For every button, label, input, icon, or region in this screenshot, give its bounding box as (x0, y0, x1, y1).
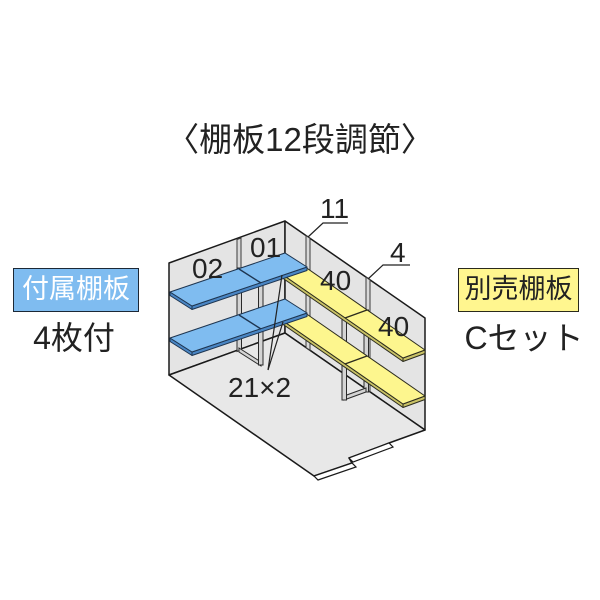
leader-lines (267, 222, 410, 371)
included-shelves-badge: 付属棚板 (13, 268, 139, 312)
included-shelf-upper (169, 252, 308, 310)
optional-shelf-lower (262, 298, 426, 408)
optional-shelves-badge: 別売棚板 (458, 268, 579, 312)
optional-shelves (262, 252, 426, 408)
leader-11 (307, 222, 348, 238)
leader-4 (367, 264, 410, 280)
label-shelf-02: 02 (192, 253, 223, 284)
included-shelf-lower (169, 298, 308, 356)
door-sill (312, 442, 395, 481)
included-shelves-count: 4枚付 (33, 320, 115, 356)
included-shelves (169, 252, 308, 356)
label-shelf-40-lower: 40 (378, 311, 409, 342)
leader-21x2-upper (267, 274, 283, 371)
label-shelf-40-upper: 40 (320, 265, 351, 296)
label-bracket-21x2: 21×2 (228, 372, 291, 403)
leader-21x2-lower (267, 321, 284, 371)
label-part-11: 11 (320, 193, 349, 224)
optional-shelves-set: Cセット (464, 320, 584, 356)
blue-frame-foot (238, 347, 262, 367)
label-part-4: 4 (390, 237, 406, 268)
diagram-title: 〈棚板12段調節〉 (166, 121, 434, 158)
label-shelf-01: 01 (250, 232, 281, 263)
